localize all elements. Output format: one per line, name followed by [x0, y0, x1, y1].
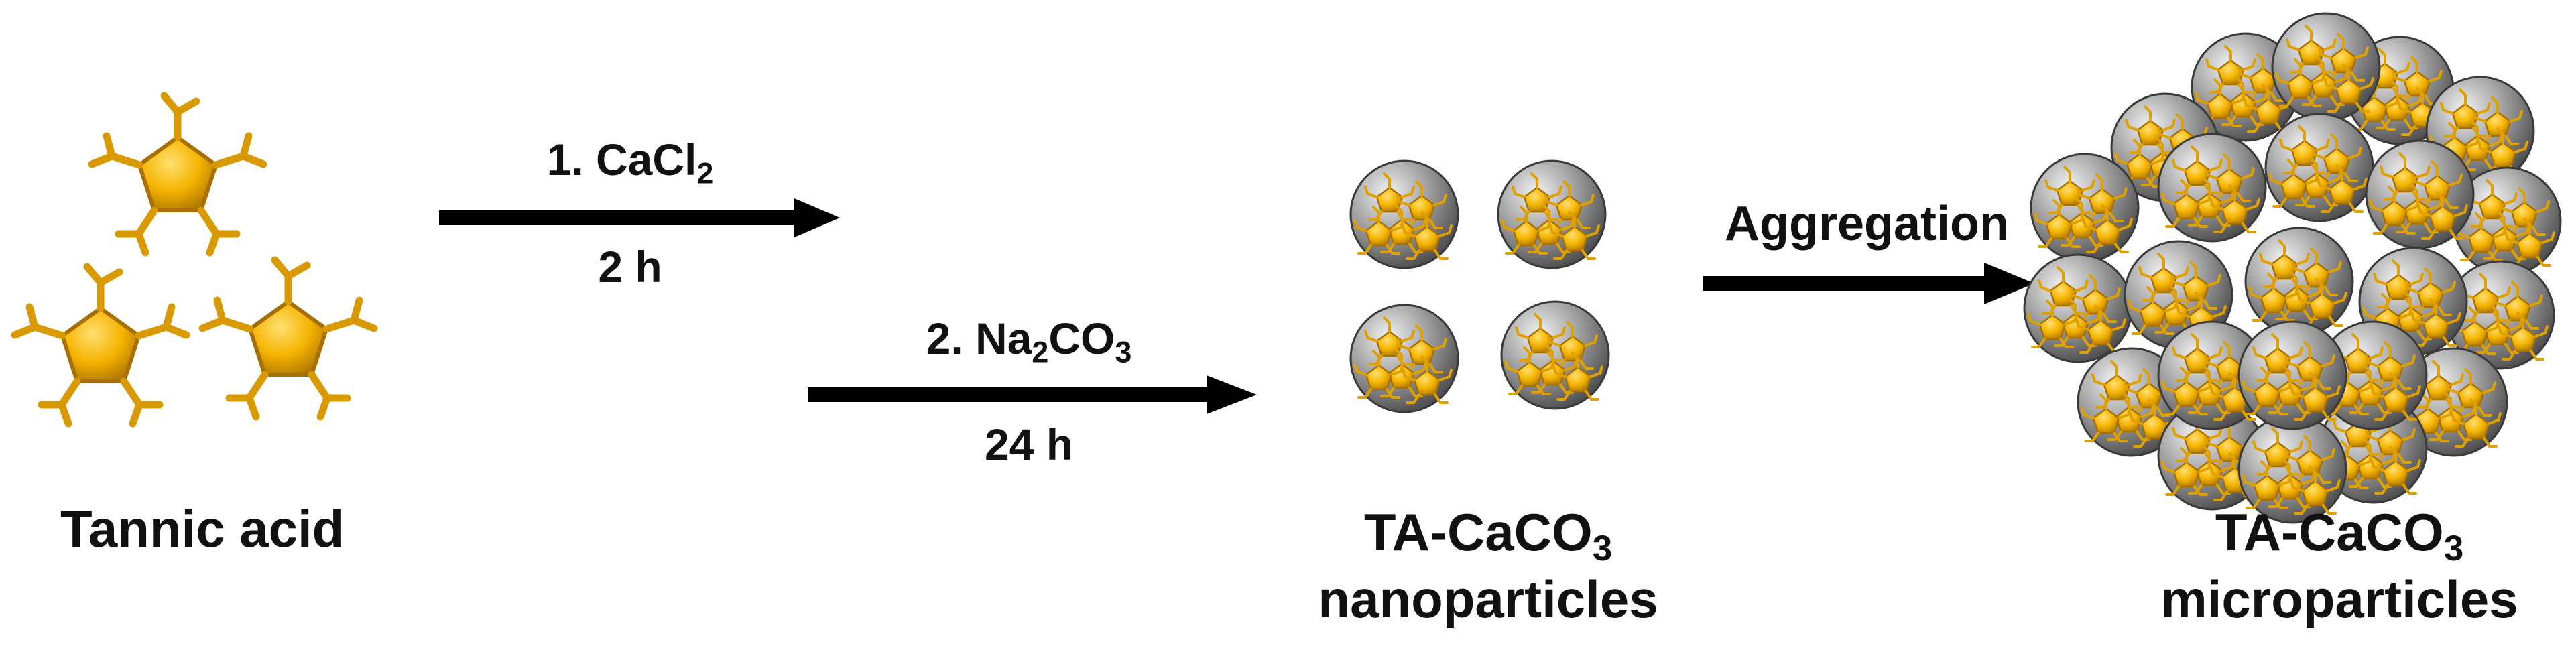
nanoparticle	[1351, 161, 1458, 268]
microparticles-label-line1: TA-CaCO3	[2215, 503, 2464, 568]
step2-time-label: 24 h	[984, 419, 1074, 469]
aggregate-nanoparticle	[2246, 228, 2353, 335]
tannic-acid-molecule	[15, 267, 186, 424]
microparticles-label-line2: microparticles	[2160, 570, 2518, 629]
aggregate-nanoparticle	[2239, 322, 2346, 429]
tannic-acid-label: Tannic acid	[60, 499, 345, 558]
step1-reagent-label: 1. CaCl2	[546, 135, 714, 190]
nanoparticles	[1351, 161, 1609, 412]
aggregate-nanoparticle	[2366, 141, 2473, 248]
nanoparticle	[1351, 305, 1458, 412]
aggregate-nanoparticle	[2266, 114, 2373, 221]
microparticle-aggregate	[2024, 13, 2561, 523]
tannic-acid-molecules	[15, 96, 374, 424]
tannic-acid-molecule	[202, 260, 374, 417]
step1-time-label: 2 h	[598, 242, 662, 292]
step1-arrow	[439, 198, 840, 237]
aggregate-nanoparticle	[2158, 134, 2266, 241]
aggregation-label: Aggregation	[1725, 197, 2009, 251]
tannic-acid-molecule	[92, 96, 263, 253]
nanoparticles-label-line2: nanoparticles	[1318, 570, 1658, 629]
aggregate-nanoparticle	[2272, 13, 2380, 121]
step2-reagent-label: 2. Na2CO3	[926, 314, 1132, 369]
step2-arrow	[808, 375, 1257, 414]
nanoparticle	[1498, 161, 1605, 268]
aggregate-nanoparticle	[2024, 255, 2132, 362]
nanoparticle	[1501, 302, 1609, 409]
nanoparticles-label-line1: TA-CaCO3	[1363, 503, 1613, 568]
aggregation-arrow	[1703, 263, 2034, 304]
aggregate-nanoparticle	[2031, 154, 2138, 261]
